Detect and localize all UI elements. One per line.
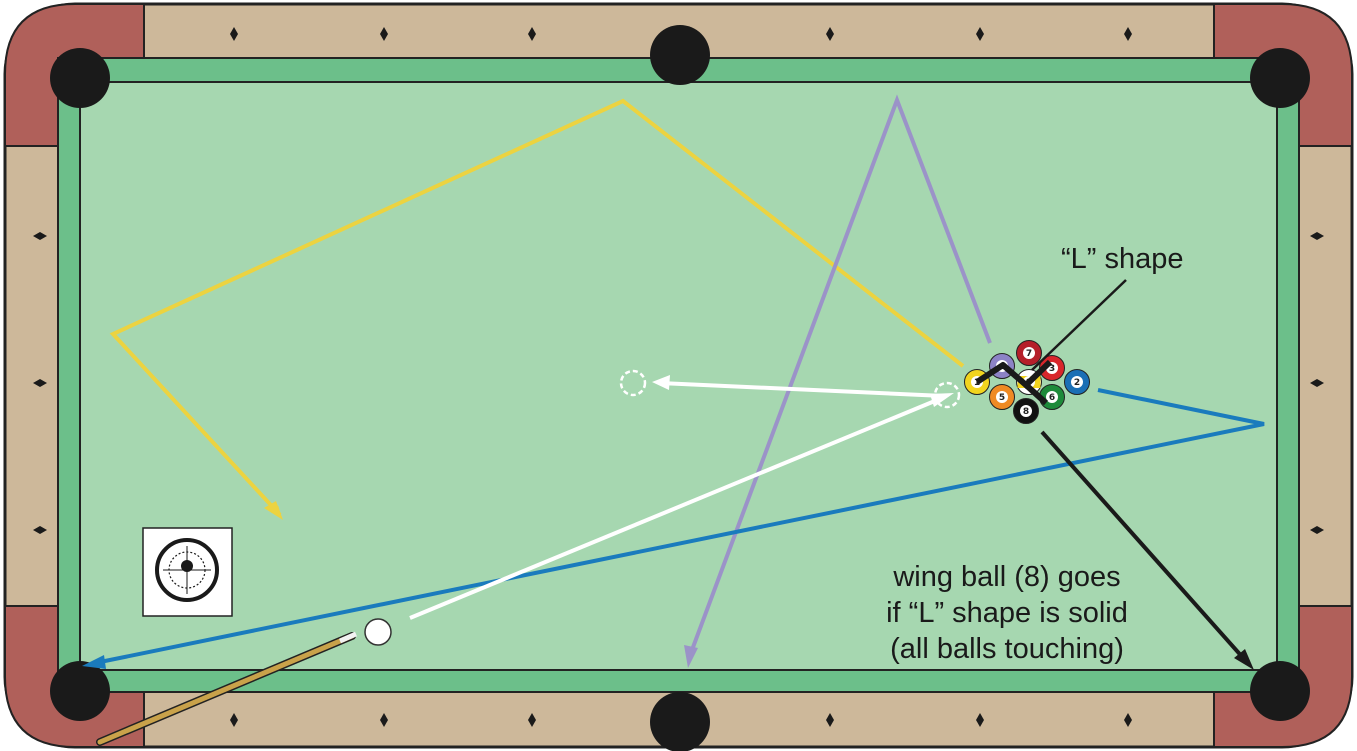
pocket-top-left xyxy=(50,48,110,108)
ball-2: 2 xyxy=(1065,370,1090,395)
ball-7: 7 xyxy=(1017,341,1042,366)
cue-ball xyxy=(365,619,391,645)
ball-number: 8 xyxy=(1023,407,1029,417)
wing-ball-note-line1: wing ball (8) goes xyxy=(892,561,1120,593)
ball-number: 5 xyxy=(999,393,1005,403)
ball-number: 6 xyxy=(1049,393,1055,403)
wing-ball-note-line2: if “L” shape is solid xyxy=(886,597,1128,629)
pocket-top-right xyxy=(1250,48,1310,108)
l-shape-label: “L” shape xyxy=(1061,243,1184,275)
wing-ball-note-line3: (all balls touching) xyxy=(890,633,1124,665)
ball-8: 8 xyxy=(1014,399,1039,424)
pocket-top-side xyxy=(650,25,710,85)
pocket-bottom-side xyxy=(650,692,710,751)
cue-tip-target-icon xyxy=(143,528,232,616)
pocket-bottom-right xyxy=(1250,661,1310,721)
ball-5: 5 xyxy=(990,385,1015,410)
ball-number: 2 xyxy=(1074,378,1080,388)
ball-number: 7 xyxy=(1026,349,1032,359)
pocket-bottom-left xyxy=(50,661,110,721)
